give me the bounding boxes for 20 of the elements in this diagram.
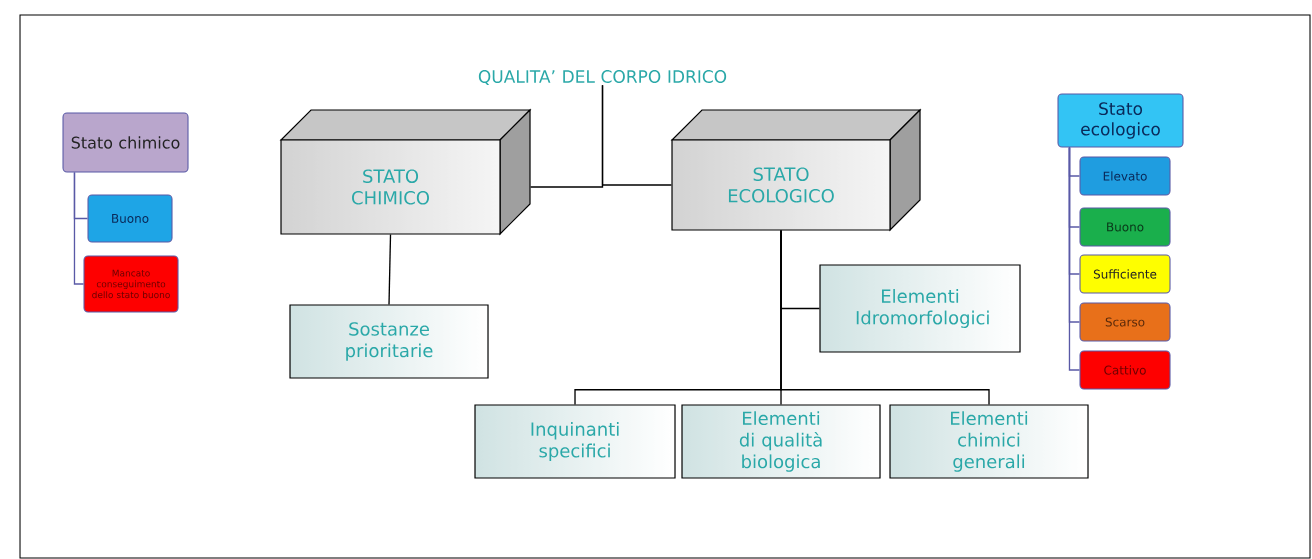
process-box: Elementi chimici generali <box>889 404 1089 479</box>
category-box: Cattivo <box>1079 350 1171 390</box>
category-box: Buono <box>87 194 173 243</box>
category-box: Mancato conseguimento dello stato buono <box>83 255 179 313</box>
category-box: Scarso <box>1079 302 1171 342</box>
process-box: Inquinanti specifici <box>474 404 676 479</box>
connector-line <box>601 84 673 186</box>
process-box: Elementi Idromorfologici <box>819 264 1021 353</box>
category-box: Stato ecologico <box>1057 93 1184 148</box>
category-box: Buono <box>1079 207 1171 247</box>
connector-line <box>73 171 85 285</box>
connector-line <box>780 229 990 406</box>
process-box: Elementi di qualità biologica <box>681 404 881 479</box>
category-box: Sufficiente <box>1079 254 1171 294</box>
connector-line <box>1068 146 1081 371</box>
category-box: Elevato <box>1079 156 1171 196</box>
category-box: Stato chimico <box>62 112 189 173</box>
connector-line <box>388 233 392 306</box>
process-box: Sostanze prioritarie <box>289 304 489 379</box>
heading-text: QUALITA’ DEL CORPO IDRICO <box>478 70 727 85</box>
